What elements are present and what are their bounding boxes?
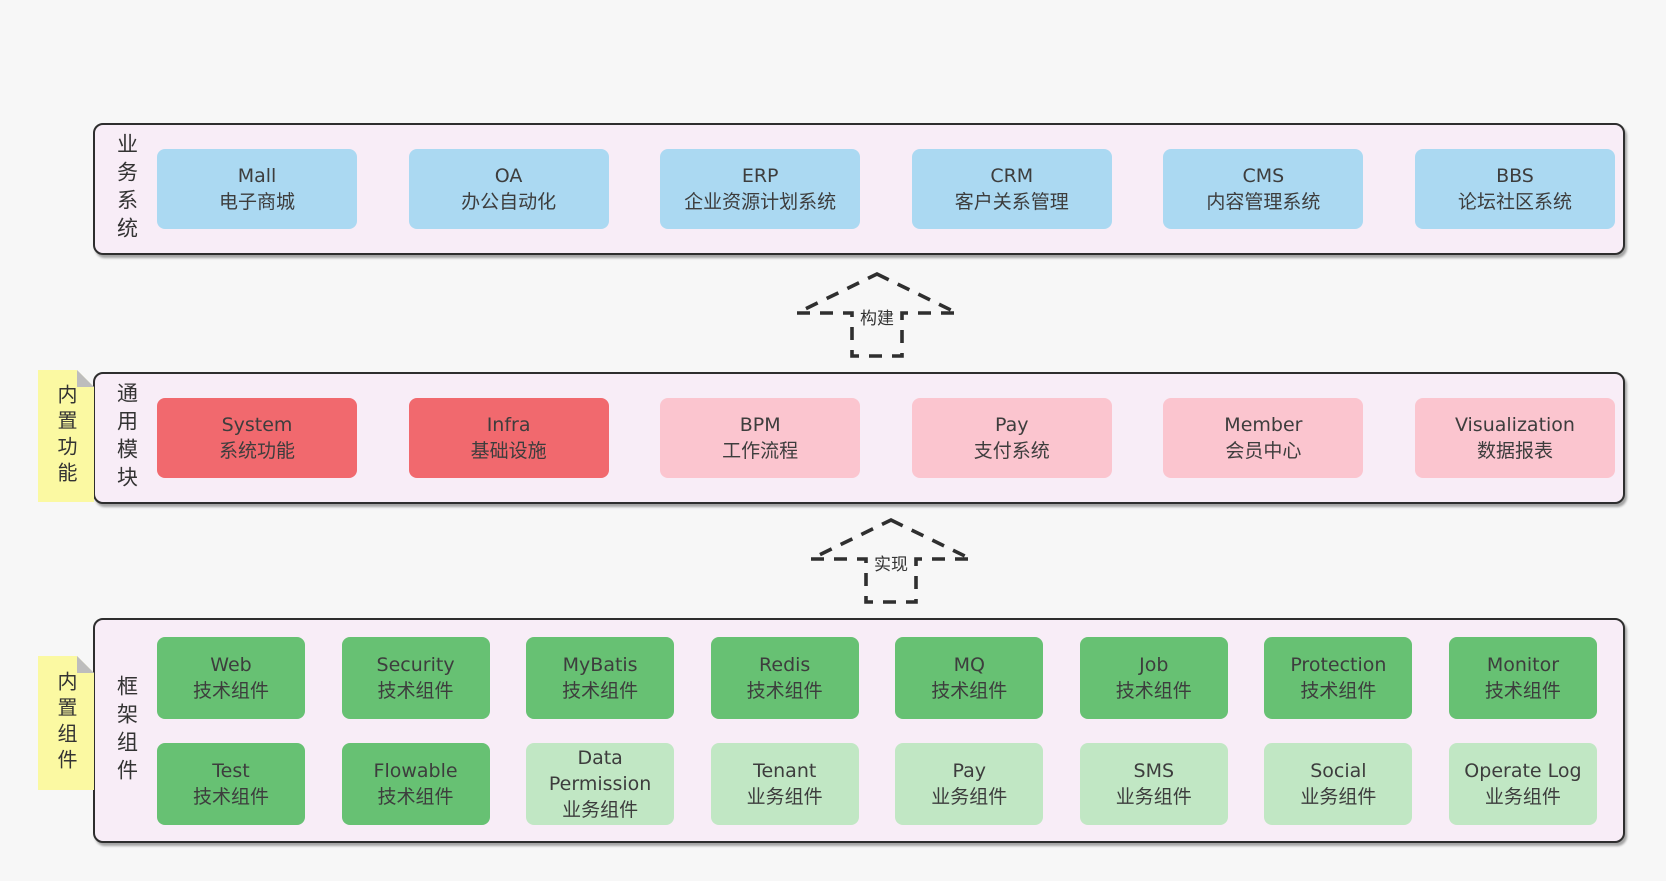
panel-label-text: 框架组件: [114, 674, 139, 787]
box-pay-system: Pay 支付系统: [911, 398, 1112, 478]
business-systems-row: Mall 电子商城 OA 办公自动化 ERP 企业资源计划系统 CRM 客户关系…: [157, 125, 1623, 253]
box-social: Social 业务组件: [1264, 742, 1413, 825]
arrow-implement-label: 实现: [871, 547, 911, 577]
box-mall: Mall 电子商城: [157, 149, 357, 229]
box-mq: MQ 技术组件: [895, 636, 1044, 719]
arrow-implement: 实现: [806, 516, 976, 606]
panel-common-modules-label: 通用模块: [95, 374, 157, 502]
arrow-build-label: 构建: [857, 301, 897, 331]
panel-common-modules: 通用模块 System 系统功能 Infra 基础设施 BPM 工作流程 Pay…: [93, 372, 1625, 504]
arrow-build: 构建: [792, 270, 962, 360]
box-bpm: BPM 工作流程: [660, 398, 861, 478]
box-flowable: Flowable 技术组件: [341, 742, 490, 825]
box-job: Job 技术组件: [1079, 636, 1228, 719]
up-arrow-dashed-icon: [810, 517, 972, 604]
panel-business-systems-label: 业务系统: [95, 125, 157, 253]
panel-framework-components: 框架组件 Web 技术组件 Security 技术组件 MyBatis 技术组件…: [93, 618, 1625, 843]
box-sms: SMS 业务组件: [1079, 742, 1228, 825]
panel-label-text: 业务系统: [114, 133, 139, 245]
box-system: System 系统功能: [157, 398, 357, 478]
framework-row-1: Web 技术组件 Security 技术组件 MyBatis 技术组件 Redi…: [157, 636, 1597, 719]
box-pay-component: Pay 业务组件: [895, 742, 1044, 825]
box-monitor: Monitor 技术组件: [1448, 636, 1597, 719]
folded-corner-icon: [77, 370, 94, 387]
box-tenant: Tenant 业务组件: [710, 742, 859, 825]
sticky-label-text: 内置组件: [54, 671, 78, 775]
panel-label-text: 通用模块: [114, 382, 139, 494]
box-infra: Infra 基础设施: [408, 398, 609, 478]
framework-row-2: Test 技术组件 Flowable 技术组件 Data Permission …: [157, 742, 1597, 825]
box-visualization: Visualization 数据报表: [1414, 398, 1615, 478]
sticky-built-in-features: 内置功能: [38, 370, 94, 502]
common-modules-row: System 系统功能 Infra 基础设施 BPM 工作流程 Pay 支付系统…: [157, 374, 1623, 502]
box-oa: OA 办公自动化: [408, 149, 609, 229]
box-erp: ERP 企业资源计划系统: [660, 149, 861, 229]
panel-business-systems: 业务系统 Mall 电子商城 OA 办公自动化 ERP 企业资源计划系统 CRM…: [93, 123, 1625, 255]
sticky-label-text: 内置功能: [54, 384, 78, 488]
box-protection: Protection 技术组件: [1264, 636, 1413, 719]
box-web: Web 技术组件: [157, 636, 305, 719]
box-member: Member 会员中心: [1163, 398, 1364, 478]
up-arrow-dashed-icon: [796, 271, 958, 358]
sticky-built-in-components: 内置组件: [38, 656, 94, 790]
folded-corner-icon: [77, 656, 94, 673]
box-mybatis: MyBatis 技术组件: [526, 636, 675, 719]
panel-framework-components-label: 框架组件: [95, 620, 157, 841]
box-crm: CRM 客户关系管理: [911, 149, 1112, 229]
box-test: Test 技术组件: [157, 742, 305, 825]
box-operate-log: Operate Log 业务组件: [1448, 742, 1597, 825]
box-security: Security 技术组件: [341, 636, 490, 719]
framework-components-grid: Web 技术组件 Security 技术组件 MyBatis 技术组件 Redi…: [157, 620, 1623, 841]
box-data-permission: Data Permission 业务组件: [526, 742, 675, 825]
box-cms: CMS 内容管理系统: [1163, 149, 1364, 229]
box-redis: Redis 技术组件: [710, 636, 859, 719]
box-bbs: BBS 论坛社区系统: [1414, 149, 1615, 229]
